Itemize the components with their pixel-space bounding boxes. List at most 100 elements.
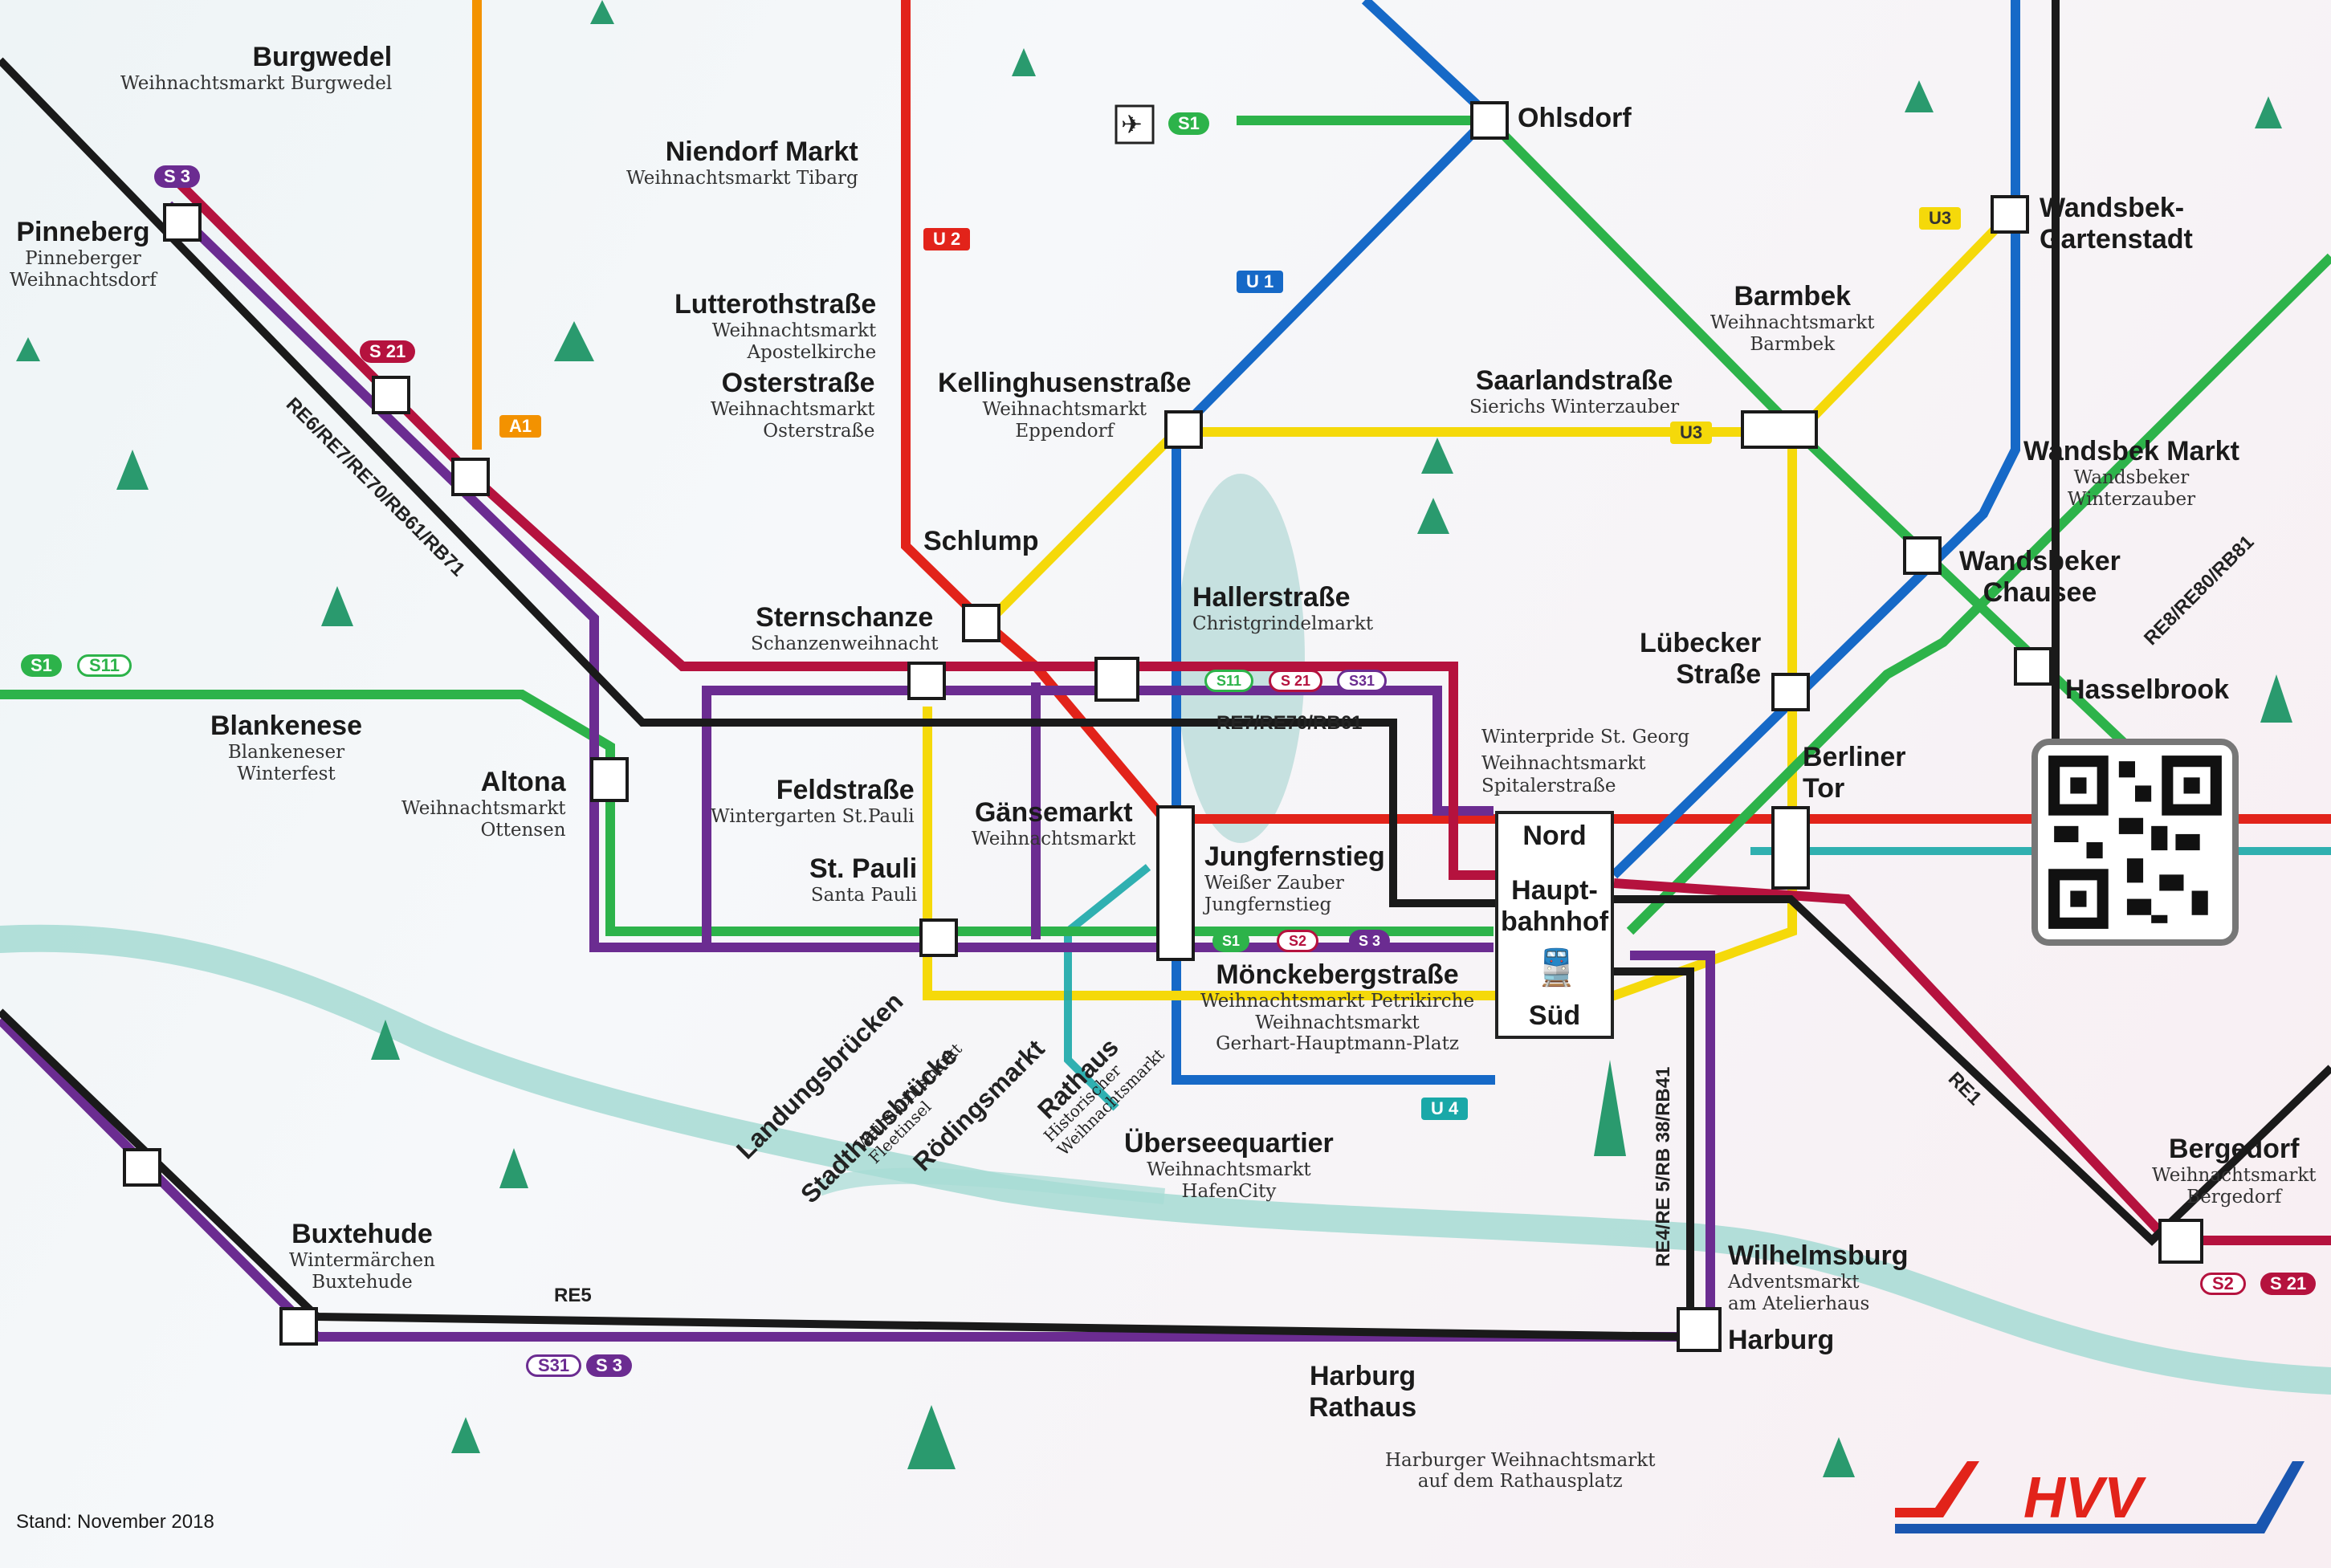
badge-s1-jungfernstieg: S1 — [1212, 930, 1250, 952]
station-name: Buxtehude — [291, 1219, 433, 1249]
badge-s21-haller: S 21 — [1269, 670, 1323, 692]
decorative-trees — [16, 0, 2292, 1477]
station-schlump: Schlump — [923, 526, 1039, 557]
station-name: Osterstraße — [721, 368, 875, 398]
market-name: Weihnachtsmarkt Bergedorf — [2152, 1165, 2317, 1208]
badge-u4: U 4 — [1421, 1098, 1469, 1120]
hauptbahnhof-station: Nord Haupt- bahnhof Süd 🚆 — [1495, 811, 1614, 1039]
station-berliner-tor: Berliner Tor — [1803, 742, 1906, 804]
train-icon: 🚆 — [1534, 948, 1579, 988]
market-name: Weihnachtsmarkt Eppendorf — [982, 399, 1147, 442]
market-name: Wintergarten St.Pauli — [711, 806, 915, 828]
qr-pattern — [2048, 755, 2222, 929]
alster-lake — [1176, 474, 1305, 843]
badge-s1: S1 — [21, 654, 62, 677]
market-name: Weihnachtsmarkt Petrikirche Weihnachtsma… — [1200, 991, 1475, 1054]
station-name: Burgwedel — [252, 42, 393, 72]
qr-code[interactable] — [2031, 739, 2239, 946]
badge-s2-jungfernstieg: S2 — [1277, 930, 1319, 952]
station-harburg-rathaus: Harburg Rathaus — [1309, 1361, 1416, 1423]
station-name: Gänsemarkt — [974, 797, 1133, 828]
badge-s31: S31 — [526, 1354, 582, 1377]
station-name: Ohlsdorf — [1518, 103, 1632, 133]
market-name: Pinneberger Weihnachtsdorf — [10, 248, 157, 291]
market-name: Weihnachtsmarkt Burgwedel — [120, 73, 393, 95]
hvv-logo: HVV — [1887, 1453, 2305, 1546]
badge-u3: U3 — [1919, 207, 1962, 230]
market-name: Adventsmarkt am Atelierhaus — [1728, 1272, 1870, 1314]
market-winterpride: Winterpride St. Georg — [1481, 727, 1690, 747]
station-name: Lutterothstraße — [674, 289, 877, 320]
market-name: Christgrindelmarkt — [1192, 613, 1374, 635]
station-name: Lübecker Straße — [1640, 628, 1762, 690]
badge-s3-jungfernstieg: S 3 — [1349, 930, 1391, 952]
station-name: Wandsbeker Chausee — [1959, 546, 2121, 609]
market-name: Schanzenweihnacht — [751, 633, 939, 655]
station-name: Mönckebergstraße — [1216, 959, 1459, 990]
market-name: Weihnachtsmarkt Ottensen — [401, 798, 566, 841]
station-name: Kellinghusenstraße — [938, 368, 1192, 398]
station-name: Jungfernstieg — [1204, 841, 1385, 872]
river-elbe — [0, 924, 2331, 1395]
station-harburg: Harburg — [1728, 1325, 1834, 1356]
station-markers — [123, 101, 2203, 1352]
badge-s21: S 21 — [360, 340, 416, 363]
market-name: Weihnachtsmarkt Tibarg — [626, 168, 858, 189]
station-name: Barmbek — [1734, 281, 1852, 312]
market-name: Weihnachtsmarkt Osterstraße — [711, 399, 875, 442]
station-name: Hallerstraße — [1192, 582, 1351, 613]
station-name: Wandsbek Markt — [2023, 436, 2239, 466]
market-name: Weihnachtsmarkt — [972, 829, 1136, 850]
market-name: Wandsbeker Winterzauber — [2067, 467, 2196, 510]
station-name: Altona — [480, 767, 566, 797]
line-s21 — [177, 181, 2331, 1245]
badge-s21-bergedorf: S 21 — [2260, 1273, 2317, 1295]
station-name: Harburg Rathaus — [1309, 1361, 1417, 1423]
river-branch — [816, 1167, 1165, 1204]
badge-u1: U 1 — [1237, 271, 1284, 293]
badge-s2-bergedorf: S2 — [2200, 1273, 2246, 1295]
badge-s3: S 3 — [154, 165, 201, 188]
hbf-sued: Süd — [1528, 1000, 1581, 1031]
station-name: Berliner Tor — [1803, 742, 1906, 804]
line-label-re4: RE4/RE 5/RB 38/RB41 — [1652, 1066, 1674, 1267]
badge-s1-airport: S1 — [1168, 112, 1209, 135]
line-db — [0, 0, 2331, 1342]
airport-icon — [1115, 104, 1155, 145]
station-ohlsdorf: Ohlsdorf — [1518, 103, 1632, 134]
market-weihnachtsmarkt: Weihnachtsmarkt — [1481, 753, 1646, 774]
market-harburg: Harburger Weihnachtsmarkt auf dem Rathau… — [1385, 1450, 1656, 1493]
station-name: Wandsbek- Gartenstadt — [2040, 193, 2193, 255]
station-name: Hasselbrook — [2065, 674, 2230, 705]
market-name: Weihnachtsmarkt HafenCity — [1147, 1159, 1311, 1202]
hbf-nord: Nord — [1522, 821, 1587, 851]
station-wandsbek-gartenstadt: Wandsbek- Gartenstadt — [2040, 193, 2193, 255]
market-name: Weißer Zauber Jungfernstieg — [1204, 873, 1344, 915]
station-hasselbrook: Hasselbrook — [2065, 674, 2229, 706]
market-name: Weihnachtsmarkt Apostelkirche — [711, 320, 877, 363]
market-name: Weihnachtsmarkt Barmbek — [1710, 312, 1875, 355]
badge-u2: U 2 — [923, 228, 971, 250]
line-u2 — [901, 0, 2331, 824]
market-name: Santa Pauli — [810, 885, 918, 906]
market-name: Wintermärchen Buxtehude — [289, 1250, 435, 1293]
station-name: Saarlandstraße — [1475, 365, 1673, 396]
station-name: Harburg — [1728, 1325, 1835, 1355]
